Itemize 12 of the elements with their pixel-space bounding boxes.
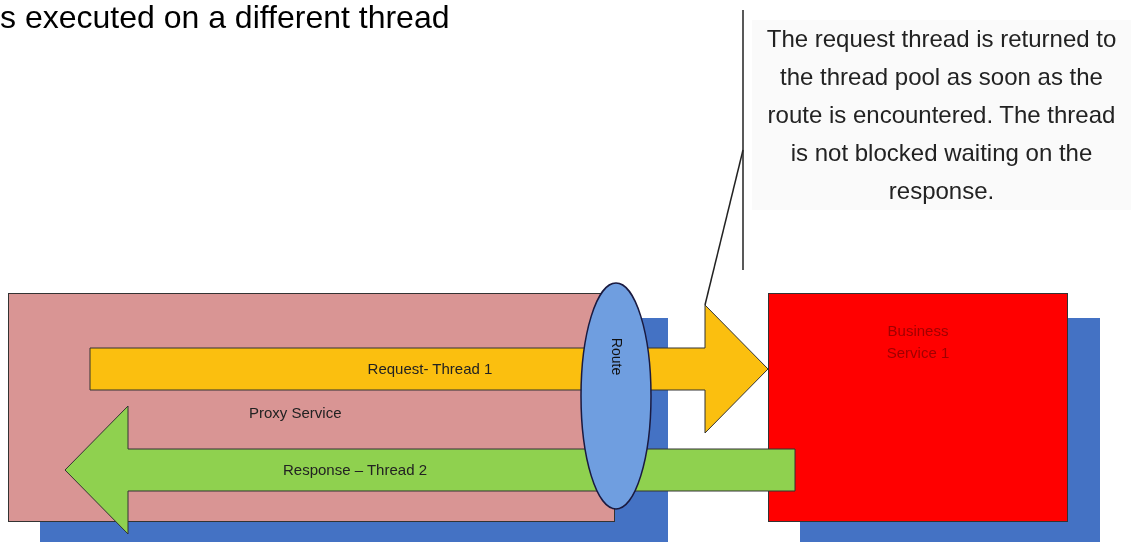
callout-text: The request thread is returned to the thread pool as soon as the route is encountered. The thread is not blocked waiting on the response. — [752, 20, 1131, 210]
service-box — [768, 293, 1068, 522]
edge-label: Response – Thread 2 — [283, 459, 427, 480]
route-label: Route — [607, 337, 626, 376]
service-label: Proxy Service — [249, 403, 342, 423]
route-ellipse — [580, 282, 652, 510]
block-arrow — [89, 304, 769, 434]
block-arrow — [64, 405, 796, 535]
leader-line — [704, 9, 744, 306]
edge-label: Request- Thread 1 — [367, 358, 493, 379]
title: s executed on a different thread — [0, 0, 450, 34]
service-label: Business Service 1 — [885, 321, 951, 363]
